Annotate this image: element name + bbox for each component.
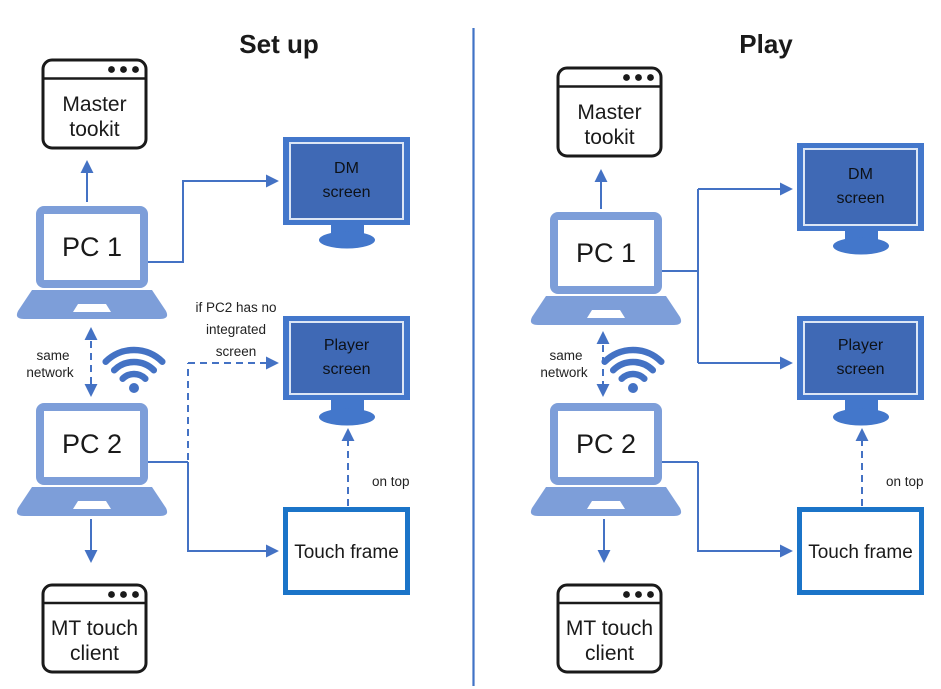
player-screen-monitor: Player screen — [283, 316, 410, 426]
pc2-laptop: PC 2 — [16, 403, 168, 516]
svg-text:if PC2 has no: if PC2 has no — [195, 300, 276, 315]
touch-frame-label: Touch frame — [808, 542, 913, 563]
master-window-label-line1: Master — [577, 101, 641, 124]
monitor-screen — [289, 321, 404, 395]
mt-client-label-line2: client — [585, 642, 634, 665]
pc2-label: PC 2 — [62, 429, 122, 459]
monitor-base — [319, 231, 375, 249]
connector-pc1-to-dm — [148, 174, 279, 263]
player-screen-label-line2: screen — [836, 361, 884, 378]
window-dot-icon — [132, 591, 139, 598]
dm-screen-label-line1: DM — [848, 166, 873, 183]
monitor-screen — [803, 148, 918, 226]
pc2-label: PC 2 — [576, 429, 636, 459]
laptop-screen — [44, 411, 140, 477]
dm-screen-label-line1: DM — [334, 160, 359, 177]
wifi-icon — [601, 346, 665, 393]
touch-frame-box: Touch frame — [797, 507, 924, 595]
monitor-base — [319, 408, 375, 426]
dm-screen-monitor: DM screen — [797, 143, 924, 255]
player-screen-label-line1: Player — [838, 337, 884, 354]
dm-screen-label-line2: screen — [322, 184, 370, 201]
master-toolkit-window: Master tookit — [41, 58, 148, 150]
window-dot-icon — [635, 591, 642, 598]
window-dot-icon — [132, 66, 139, 73]
svg-text:integrated: integrated — [206, 322, 266, 337]
browser-window-icon — [41, 583, 148, 674]
master-window-label-line1: Master — [62, 93, 126, 116]
laptop-notch — [73, 501, 111, 509]
window-dot-icon — [108, 66, 115, 73]
touch-frame-box: Touch frame — [283, 507, 410, 595]
monitor-base — [833, 408, 889, 426]
window-dot-icon — [108, 591, 115, 598]
player-screen-label-line1: Player — [324, 337, 370, 354]
same-network-label-line1: same — [36, 348, 69, 363]
window-dot-icon — [647, 74, 654, 81]
monitor-screen — [289, 142, 404, 220]
browser-window-icon — [556, 66, 663, 158]
window-dot-icon — [120, 66, 127, 73]
arrow-pc2-to-touchframe — [187, 462, 279, 558]
laptop-screen — [558, 220, 654, 286]
panel-setup: Set up Master tookit PC 1 — [16, 29, 410, 674]
master-window-label-line2: tookit — [584, 126, 634, 149]
on-top-label: on top — [886, 474, 924, 489]
master-toolkit-window: Master tookit — [556, 66, 663, 158]
monitor-base — [833, 237, 889, 255]
same-network-label-line1: same — [549, 348, 582, 363]
laptop-notch — [587, 310, 625, 318]
window-dot-icon — [635, 74, 642, 81]
setup-title: Set up — [239, 29, 318, 59]
browser-window-icon — [41, 58, 148, 150]
touch-frame-label: Touch frame — [294, 542, 399, 563]
pc2-laptop: PC 2 — [530, 403, 682, 516]
laptop-notch — [73, 304, 111, 312]
panel-play: Play Master tookit PC 1 — [530, 29, 924, 674]
on-top-label: on top — [372, 474, 410, 489]
window-dot-icon — [623, 591, 630, 598]
dm-screen-monitor: DM screen — [283, 137, 410, 249]
same-network-label-line2: network — [540, 365, 588, 380]
laptop-notch — [587, 501, 625, 509]
window-dot-icon — [623, 74, 630, 81]
dm-screen-label-line2: screen — [836, 190, 884, 207]
wifi-icon — [102, 346, 166, 393]
pc1-laptop: PC 1 — [16, 206, 168, 319]
mt-client-label-line1: MT touch — [566, 617, 653, 640]
same-network-label-line2: network — [26, 365, 74, 380]
svg-text:screen: screen — [216, 344, 257, 359]
mt-client-label-line2: client — [70, 642, 119, 665]
mt-client-window: MT touch client — [41, 583, 148, 674]
pc1-label: PC 1 — [576, 238, 636, 268]
play-title: Play — [739, 29, 793, 59]
pc1-label: PC 1 — [62, 232, 122, 262]
condition-note: if PC2 has no integrated screen — [195, 300, 276, 359]
browser-window-icon — [556, 583, 663, 674]
monitor-screen — [803, 321, 918, 395]
window-dot-icon — [120, 591, 127, 598]
arrow-pc2-to-touchframe — [697, 462, 793, 558]
player-screen-monitor: Player screen — [797, 316, 924, 426]
laptop-screen — [558, 411, 654, 477]
mt-client-label-line1: MT touch — [51, 617, 138, 640]
laptop-screen — [44, 214, 140, 280]
mt-client-window: MT touch client — [556, 583, 663, 674]
pc1-laptop: PC 1 — [530, 212, 682, 325]
player-screen-label-line2: screen — [322, 361, 370, 378]
window-dot-icon — [647, 591, 654, 598]
master-window-label-line2: tookit — [69, 118, 119, 141]
